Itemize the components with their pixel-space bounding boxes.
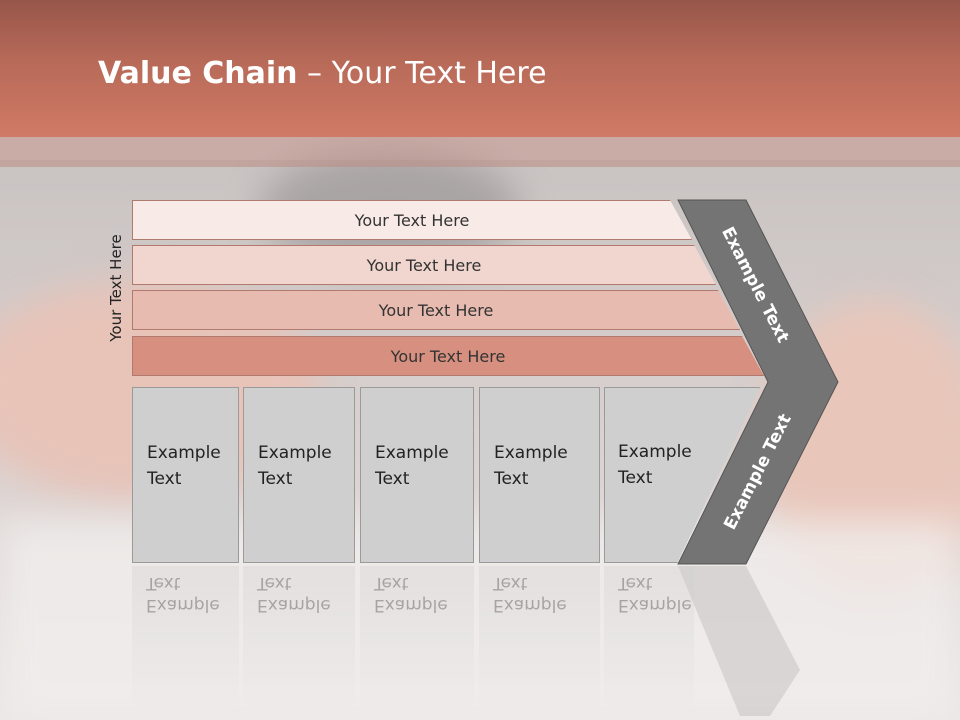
title-rest: – Your Text Here (297, 56, 547, 91)
arrow-shape (677, 199, 839, 565)
box-line2: Text (618, 468, 653, 488)
box-line1: Example (375, 443, 449, 463)
box-line2: Text (258, 469, 293, 489)
bar-label: Your Text Here (354, 210, 470, 230)
box-line1: Example (147, 443, 221, 463)
title-bold: Value Chain (98, 56, 298, 91)
header-strip (0, 137, 960, 167)
bar-1[interactable]: Your Text Here (132, 200, 692, 240)
bar-label: Your Text Here (366, 255, 482, 275)
bar-2[interactable]: Your Text Here (132, 245, 716, 285)
bar-4[interactable]: Your Text Here (132, 336, 764, 376)
box-line1: Example (258, 443, 332, 463)
box-line2: Text (375, 469, 410, 489)
bar-3[interactable]: Your Text Here (132, 290, 740, 330)
bar-label: Your Text Here (378, 300, 494, 320)
box-line2: Text (147, 469, 182, 489)
box-line1: Example (494, 443, 568, 463)
bar-label: Your Text Here (390, 346, 506, 366)
arrow-reflection (678, 566, 800, 716)
header-band (0, 0, 960, 137)
slide-title: Value Chain – Your Text Here (98, 56, 547, 91)
box-line1: Example (618, 442, 692, 462)
box-line2: Text (494, 469, 529, 489)
